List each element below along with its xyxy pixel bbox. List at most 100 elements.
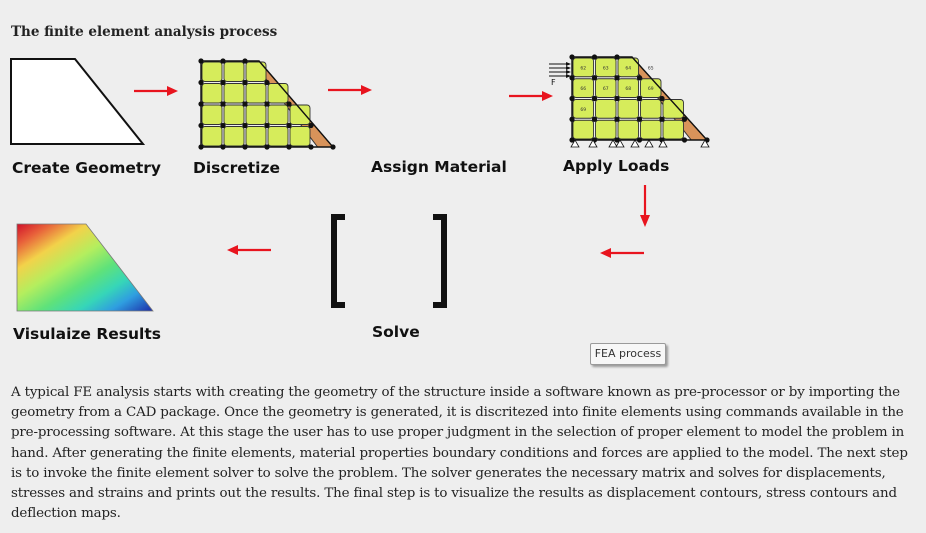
mesh-node [264, 79, 270, 86]
mesh-element [201, 61, 223, 82]
mesh-element [595, 57, 617, 78]
mesh-node [591, 116, 598, 122]
mesh-element [572, 57, 594, 78]
label-apply-loads: Apply Loads [563, 157, 670, 175]
arrow-left-2 [227, 245, 271, 255]
mesh-node [591, 75, 598, 81]
arrow-down [640, 185, 650, 227]
load-arrowhead [566, 70, 571, 74]
solve-matrix-brackets [331, 214, 447, 308]
discretize-mesh [198, 58, 336, 150]
mesh-element [289, 104, 311, 125]
element-id-label: 69 [648, 86, 654, 92]
results-contour [16, 223, 154, 312]
mesh-element [267, 126, 289, 147]
element-id-label: 68 [625, 86, 631, 92]
support-triangle [608, 139, 618, 148]
element-id-label: 64 [625, 65, 631, 71]
mesh-node [614, 95, 620, 102]
arrow-right-1 [134, 86, 178, 96]
mesh-node [264, 122, 270, 129]
element-id-label: 69 [580, 107, 586, 113]
mesh-node [591, 95, 598, 102]
mesh-node [659, 116, 665, 122]
mesh-element [201, 126, 223, 147]
page-title: The finite element analysis process [11, 24, 278, 40]
load-arrowhead [566, 74, 571, 78]
mesh-element [267, 83, 289, 104]
geometry-shape [10, 58, 146, 145]
mesh-element [595, 119, 617, 140]
load-arrowhead [566, 66, 571, 70]
arrow-left-1 [600, 248, 644, 258]
mesh-element [223, 83, 245, 104]
mesh-node [636, 75, 643, 81]
mesh-element [595, 78, 617, 98]
label-solve: Solve [372, 323, 420, 341]
support-triangle [644, 139, 654, 148]
mesh-node [220, 101, 226, 107]
support-triangle [615, 139, 625, 148]
element-id-label: 63 [603, 65, 609, 71]
mesh-node [681, 116, 688, 122]
support-triangle [588, 139, 598, 148]
mesh-element [617, 119, 639, 140]
mesh-element [289, 126, 311, 147]
label-assign-material: Assign Material [371, 158, 507, 176]
mesh-node [659, 95, 665, 102]
mesh-node [636, 95, 643, 102]
mesh-node [614, 75, 620, 81]
element-id-label: 66 [580, 86, 586, 92]
element-id-label: 65 [648, 65, 654, 71]
loads-mesh: 62 63 64 65 66 67 68 69 69 F [549, 54, 710, 148]
support-triangle [630, 139, 640, 148]
mesh-node [220, 79, 226, 86]
arrow-right-3 [509, 91, 553, 101]
mesh-outline [571, 56, 709, 141]
label-create-geometry: Create Geometry [12, 159, 162, 177]
mesh-outline [200, 60, 335, 148]
support-triangle [658, 139, 668, 148]
mesh-element [640, 119, 662, 140]
mesh-element [223, 104, 245, 125]
mesh-element [223, 61, 245, 82]
mesh-element [201, 83, 223, 104]
mesh-element [223, 126, 245, 147]
mesh-element [572, 78, 594, 98]
mesh-element [245, 61, 267, 82]
support-triangle [570, 139, 580, 148]
mesh-element [662, 119, 684, 140]
mesh-element [245, 83, 267, 104]
mesh-node [614, 116, 620, 122]
label-discretize: Discretize [193, 159, 281, 177]
mesh-node [264, 101, 270, 107]
mesh-element [595, 99, 617, 119]
load-arrowhead [566, 62, 571, 66]
mesh-element [617, 57, 639, 78]
element-id-label: 62 [580, 65, 586, 71]
load-label: F [551, 78, 556, 87]
support-triangle [700, 139, 710, 148]
mesh-element [662, 99, 684, 119]
mesh-element [640, 99, 662, 119]
mesh-node [286, 101, 292, 107]
mesh-node [242, 101, 248, 107]
image-tooltip: FEA process [590, 343, 666, 365]
mesh-node [636, 116, 643, 122]
description-paragraph: A typical FE analysis starts with creati… [11, 385, 908, 522]
mesh-element [245, 126, 267, 147]
mesh-element [201, 104, 223, 125]
mesh-node [220, 122, 226, 129]
mesh-element [617, 78, 639, 98]
mesh-node [286, 122, 292, 129]
element-id-label: 67 [603, 86, 609, 92]
mesh-element [617, 99, 639, 119]
mesh-node [242, 122, 248, 129]
mesh-element [245, 104, 267, 125]
mesh-node [308, 122, 314, 129]
mesh-node [242, 79, 248, 86]
mesh-element [572, 99, 594, 119]
label-visualize-results: Visulaize Results [13, 325, 161, 343]
mesh-element [572, 119, 594, 140]
arrow-right-2 [328, 85, 372, 95]
